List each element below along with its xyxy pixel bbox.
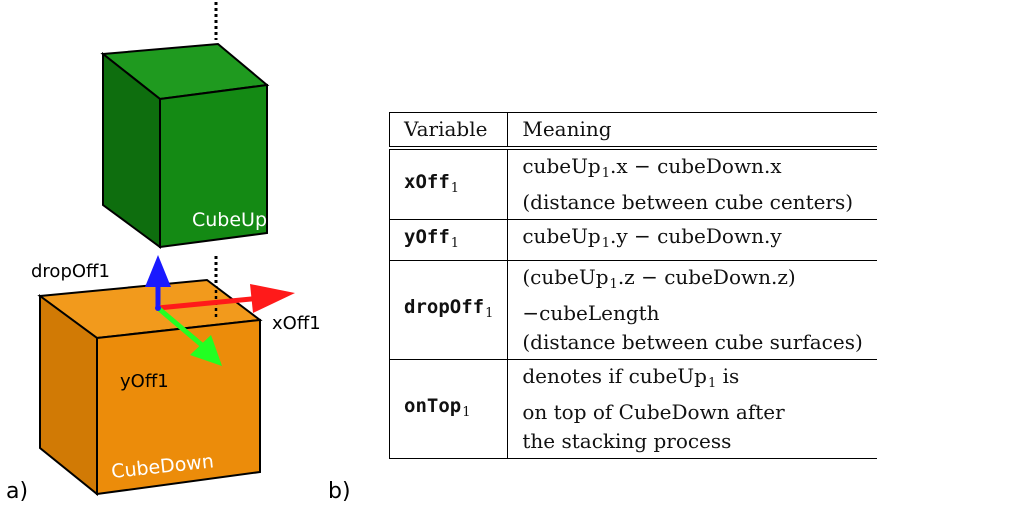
- meaning-line: cubeUp1.x − cubeDown.x: [522, 152, 862, 188]
- variable-name: xOff: [404, 170, 450, 193]
- meaning-line: (distance between cube centers): [522, 188, 862, 217]
- meaning-text: .z − cubeDown.z): [617, 265, 796, 289]
- meaning-cell: (cubeUp1.z − cubeDown.z)−cubeLength(dist…: [507, 260, 877, 360]
- variable-subscript: 1: [450, 180, 460, 196]
- meaning-text: cubeUp: [522, 154, 601, 178]
- z-axis-arrowhead: [145, 255, 171, 287]
- panel-label-a: a): [6, 479, 29, 504]
- meaning-line: on top of CubeDown after: [522, 398, 862, 427]
- meaning-text: (distance between cube surfaces): [522, 330, 863, 354]
- meaning-cell: cubeUp1.y − cubeDown.y: [507, 219, 877, 261]
- drop-off-label: dropOff1: [31, 261, 110, 282]
- meaning-line: cubeUp1.y − cubeDown.y: [522, 222, 862, 258]
- variable-cell: dropOff1: [388, 260, 509, 360]
- y-axis-arrowhead: [190, 335, 222, 366]
- meaning-line: −cubeLength: [522, 299, 862, 328]
- meaning-subscript: 1: [601, 236, 611, 251]
- axes-origin: [155, 305, 161, 311]
- meaning-subscript: 1: [609, 277, 618, 292]
- panel-label-b: b): [328, 479, 351, 504]
- meaning-text: cubeUp: [522, 224, 601, 248]
- meaning-subscript: 1: [707, 376, 717, 391]
- y-off-label: yOff1: [120, 371, 169, 392]
- meaning-text: (cubeUp: [522, 265, 609, 289]
- meaning-line: denotes if cubeUp1 is: [522, 362, 862, 398]
- cube-up: CubeUp1: [100, 42, 279, 249]
- meaning-text: −cubeLength: [522, 301, 660, 325]
- variable-subscript: 1: [450, 236, 460, 251]
- variable-name: dropOff: [404, 296, 485, 318]
- meaning-line: (cubeUp1.z − cubeDown.z): [522, 263, 862, 299]
- table-row: dropOff1(cubeUp1.z − cubeDown.z)−cubeLen…: [388, 260, 877, 360]
- y-axis-line: [156, 306, 205, 348]
- meaning-text: .y − cubeDown.y: [610, 224, 782, 248]
- x-axis-line: [157, 295, 263, 311]
- meaning-text: is: [716, 364, 740, 388]
- offset-axes: [145, 255, 295, 366]
- variable-subscript: 1: [485, 306, 494, 321]
- meaning-text: on top of CubeDown after: [522, 400, 785, 424]
- variable-name: onTop: [404, 395, 462, 417]
- meaning-cell: cubeUp1.x − cubeDown.x(distance between …: [507, 147, 877, 220]
- header-variable: Variable: [388, 112, 509, 150]
- variable-cell: yOff1: [388, 219, 509, 261]
- meaning-subscript: 1: [601, 166, 611, 181]
- variable-name: yOff: [404, 226, 450, 248]
- x-axis-arrowhead: [250, 284, 295, 313]
- meaning-line: the stacking process: [522, 427, 862, 456]
- cube-up-label: CubeUp1: [192, 209, 279, 231]
- header-meaning: Meaning: [507, 112, 877, 150]
- variable-subscript: 1: [462, 405, 471, 420]
- meaning-text: denotes if cubeUp: [522, 364, 707, 388]
- cube-up-front-face: [159, 83, 268, 249]
- meaning-line: (distance between cube surfaces): [522, 328, 862, 357]
- cube-stacking-diagram: CubeUp1 CubeDown dropOff1 xOff1 yOff1: [31, 2, 321, 497]
- meaning-text: (distance between cube centers): [522, 190, 854, 214]
- meaning-text: .x − cubeDown.x: [610, 154, 782, 178]
- x-off-label: xOff1: [272, 313, 321, 334]
- table-header-row: Variable Meaning: [388, 112, 877, 150]
- variable-cell: xOff1: [388, 147, 509, 220]
- meaning-text: the stacking process: [522, 429, 732, 453]
- variable-cell: onTop1: [388, 359, 509, 459]
